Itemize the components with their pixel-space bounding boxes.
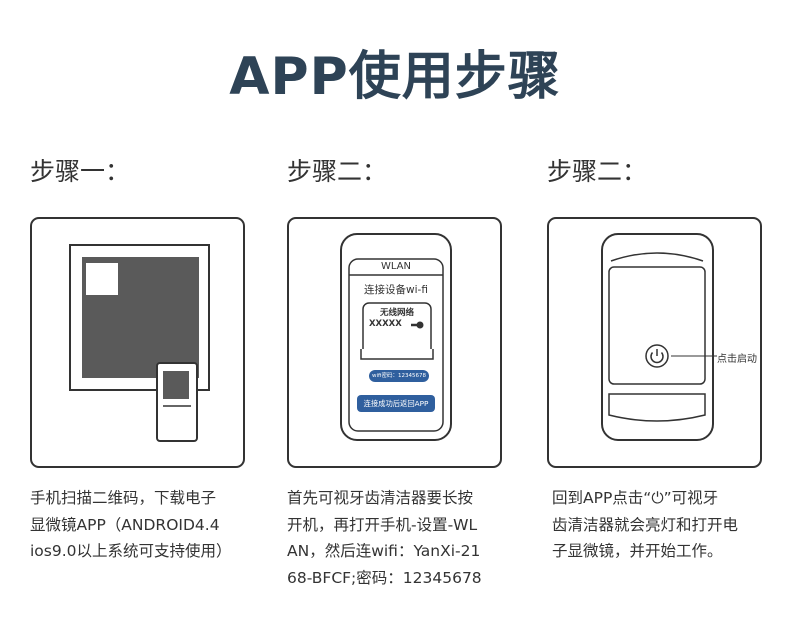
page-title: APP使用步骤 (229, 47, 561, 107)
step-2-label: 步骤二： (287, 157, 388, 186)
power-phone-illustration (601, 233, 717, 441)
wlan-phone-illustration (340, 233, 452, 441)
tap-to-start-callout: 点击启动 (717, 354, 757, 365)
step-1-label: 步骤一： (30, 157, 131, 186)
step-1-illustration (30, 217, 245, 468)
step-3-illustration: 点击启动 (547, 217, 762, 468)
step-1-description: 手机扫描二维码，下载电子 显微镜APP（ANDROID4.4 ios9.0以上系… (30, 489, 232, 560)
return-to-app-button[interactable]: 连接成功后返回APP (363, 399, 429, 408)
wifi-password-pill: wifi密码：12345678 (372, 373, 426, 379)
step-2-illustration: WLAN 连接设备wi-fi 无线网络 XXXXX wifi密码：1234567… (287, 217, 502, 468)
step-3-label: 步骤二： (547, 157, 648, 186)
qr-scan-illustration (69, 244, 210, 442)
network-title: 无线网络 (379, 308, 414, 318)
step-3-description: 回到APP点击“⏻”可视牙 齿清洁器就会亮灯和打开电 子显微镜，并开始工作。 (552, 489, 739, 560)
network-name[interactable]: XXXXX (369, 319, 402, 329)
step-2-description: 首先可视牙齿清洁器要长按 开机，再打开手机-设置-WL AN，然后连wifi：Y… (287, 489, 482, 587)
wlan-header: WLAN (380, 261, 411, 272)
connect-device-wifi-label: 连接设备wi-fi (364, 284, 428, 296)
